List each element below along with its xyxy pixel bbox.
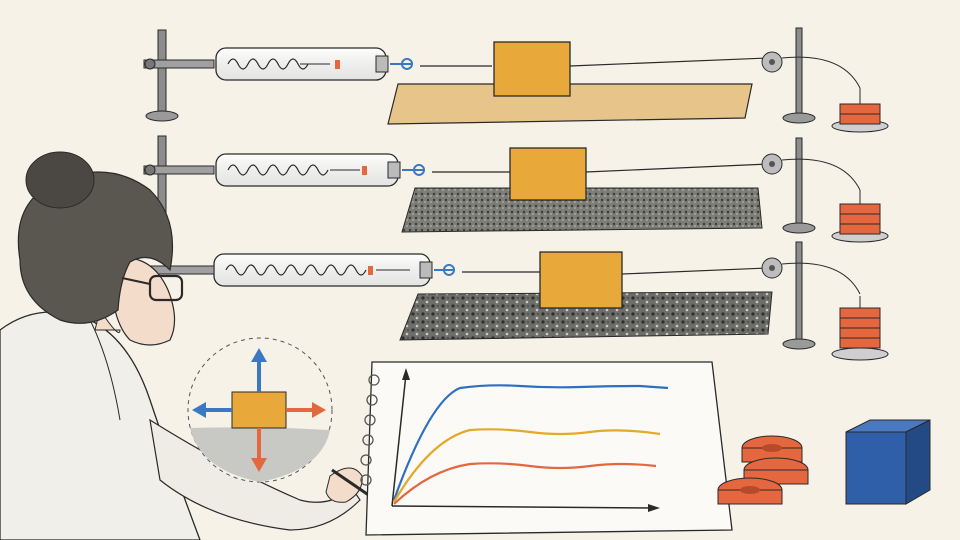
hand [325, 467, 363, 503]
clamp-stand-2 [143, 135, 215, 225]
curve-yellow [393, 428, 661, 503]
row-gravel [149, 241, 889, 361]
hanging-weights-1 [831, 88, 889, 133]
hook-1 [390, 57, 414, 70]
row-carpet [143, 135, 889, 243]
pen [331, 468, 371, 498]
lab-coat [0, 311, 201, 540]
hook-3 [434, 263, 456, 276]
curve-blue [392, 384, 669, 501]
hook-2 [402, 163, 426, 176]
pulley-stand-2 [761, 137, 861, 234]
spiral-binding [360, 374, 380, 486]
spring-scale-2 [215, 153, 401, 187]
curve-orange [393, 462, 657, 505]
clamp-stand-1 [143, 29, 215, 122]
spring-scale-3 [213, 253, 433, 287]
carpet-surface [401, 187, 763, 233]
hair-bun [25, 151, 95, 209]
graph-x-axis [391, 505, 655, 509]
pulley-stand-3 [761, 241, 861, 350]
gravel-surface [399, 291, 773, 341]
pulley-stand-1 [761, 27, 861, 124]
blue-cube-icon [845, 419, 931, 505]
friction-block-2 [509, 147, 587, 201]
row-wood-plank [143, 27, 889, 133]
free-body-diagram-icon [187, 337, 333, 483]
weight-stack-icon [717, 435, 809, 505]
graph-notebook-icon [360, 361, 733, 536]
friction-block-1 [493, 41, 571, 97]
glasses-icon [121, 274, 184, 302]
spring-scale-1 [215, 47, 389, 81]
graph-y-axis [391, 373, 407, 507]
hanging-weights-3 [831, 296, 889, 361]
hanging-weights-2 [831, 190, 889, 243]
wood-plank [387, 83, 753, 125]
friction-block-3 [539, 251, 623, 309]
scientist-figure [0, 151, 371, 540]
